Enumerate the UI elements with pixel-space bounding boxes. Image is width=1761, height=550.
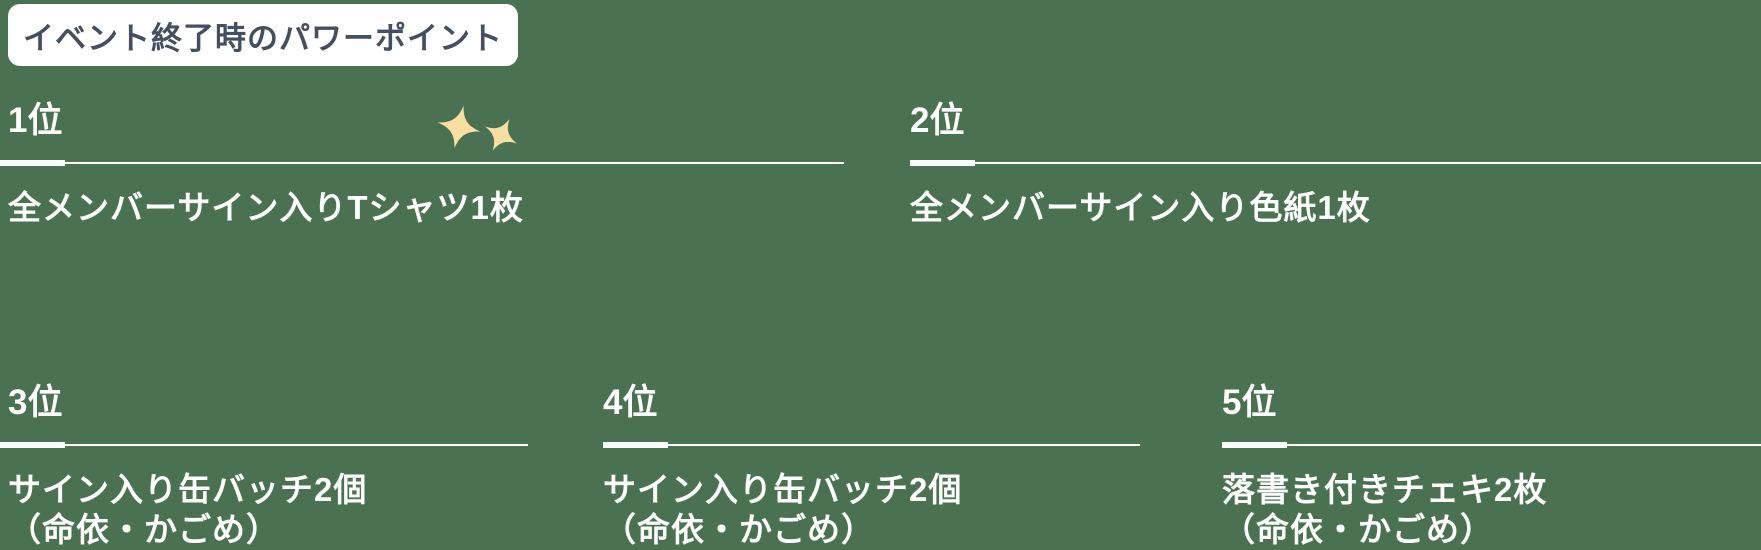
rank-divider <box>603 442 1140 448</box>
prize-text: 全メンバーサイン入りTシャツ1枚 <box>8 189 524 226</box>
divider-line <box>910 162 1761 164</box>
sparkle-icon <box>437 105 517 151</box>
divider-line <box>0 162 844 164</box>
divider-accent <box>0 442 65 448</box>
rank-divider <box>1222 442 1761 448</box>
divider-line <box>1222 444 1761 446</box>
rank-section-5: 5位 落書き付きチェキ2枚 （命依・かごめ） <box>1222 380 1761 550</box>
rank-section-2: 2位 全メンバーサイン入り色紙1枚 <box>910 98 1761 228</box>
divider-line <box>603 444 1140 446</box>
prize-text: 全メンバーサイン入り色紙1枚 <box>910 189 1371 226</box>
title-badge: イベント終了時のパワーポイント <box>8 4 518 66</box>
rank-section-1: 1位 全メンバーサイン入りTシャツ1枚 <box>0 98 844 228</box>
rank-label: 1位 <box>8 101 63 140</box>
rank-divider <box>0 442 528 448</box>
rank-section-4: 4位 サイン入り缶バッチ2個 （命依・かごめ） <box>603 380 1140 550</box>
prize-text: 落書き付きチェキ2枚 <box>1222 471 1548 508</box>
prize-note: （命依・かごめ） <box>8 511 280 548</box>
rank-divider <box>0 160 844 166</box>
rank-divider <box>910 160 1761 166</box>
divider-accent <box>1222 442 1287 448</box>
rank-label: 5位 <box>1222 383 1277 422</box>
page-title: イベント終了時のパワーポイント <box>23 20 503 56</box>
divider-accent <box>910 160 975 166</box>
divider-line <box>0 444 528 446</box>
divider-accent <box>0 160 65 166</box>
rank-label: 2位 <box>910 101 965 140</box>
prize-text: サイン入り缶バッチ2個 <box>603 471 963 508</box>
rank-section-3: 3位 サイン入り缶バッチ2個 （命依・かごめ） <box>0 380 528 550</box>
rank-label: 4位 <box>603 383 658 422</box>
rank-label: 3位 <box>8 383 63 422</box>
prize-text: サイン入り缶バッチ2個 <box>8 471 368 508</box>
divider-accent <box>603 442 668 448</box>
prize-note: （命依・かごめ） <box>1222 511 1494 548</box>
prize-note: （命依・かごめ） <box>603 511 875 548</box>
